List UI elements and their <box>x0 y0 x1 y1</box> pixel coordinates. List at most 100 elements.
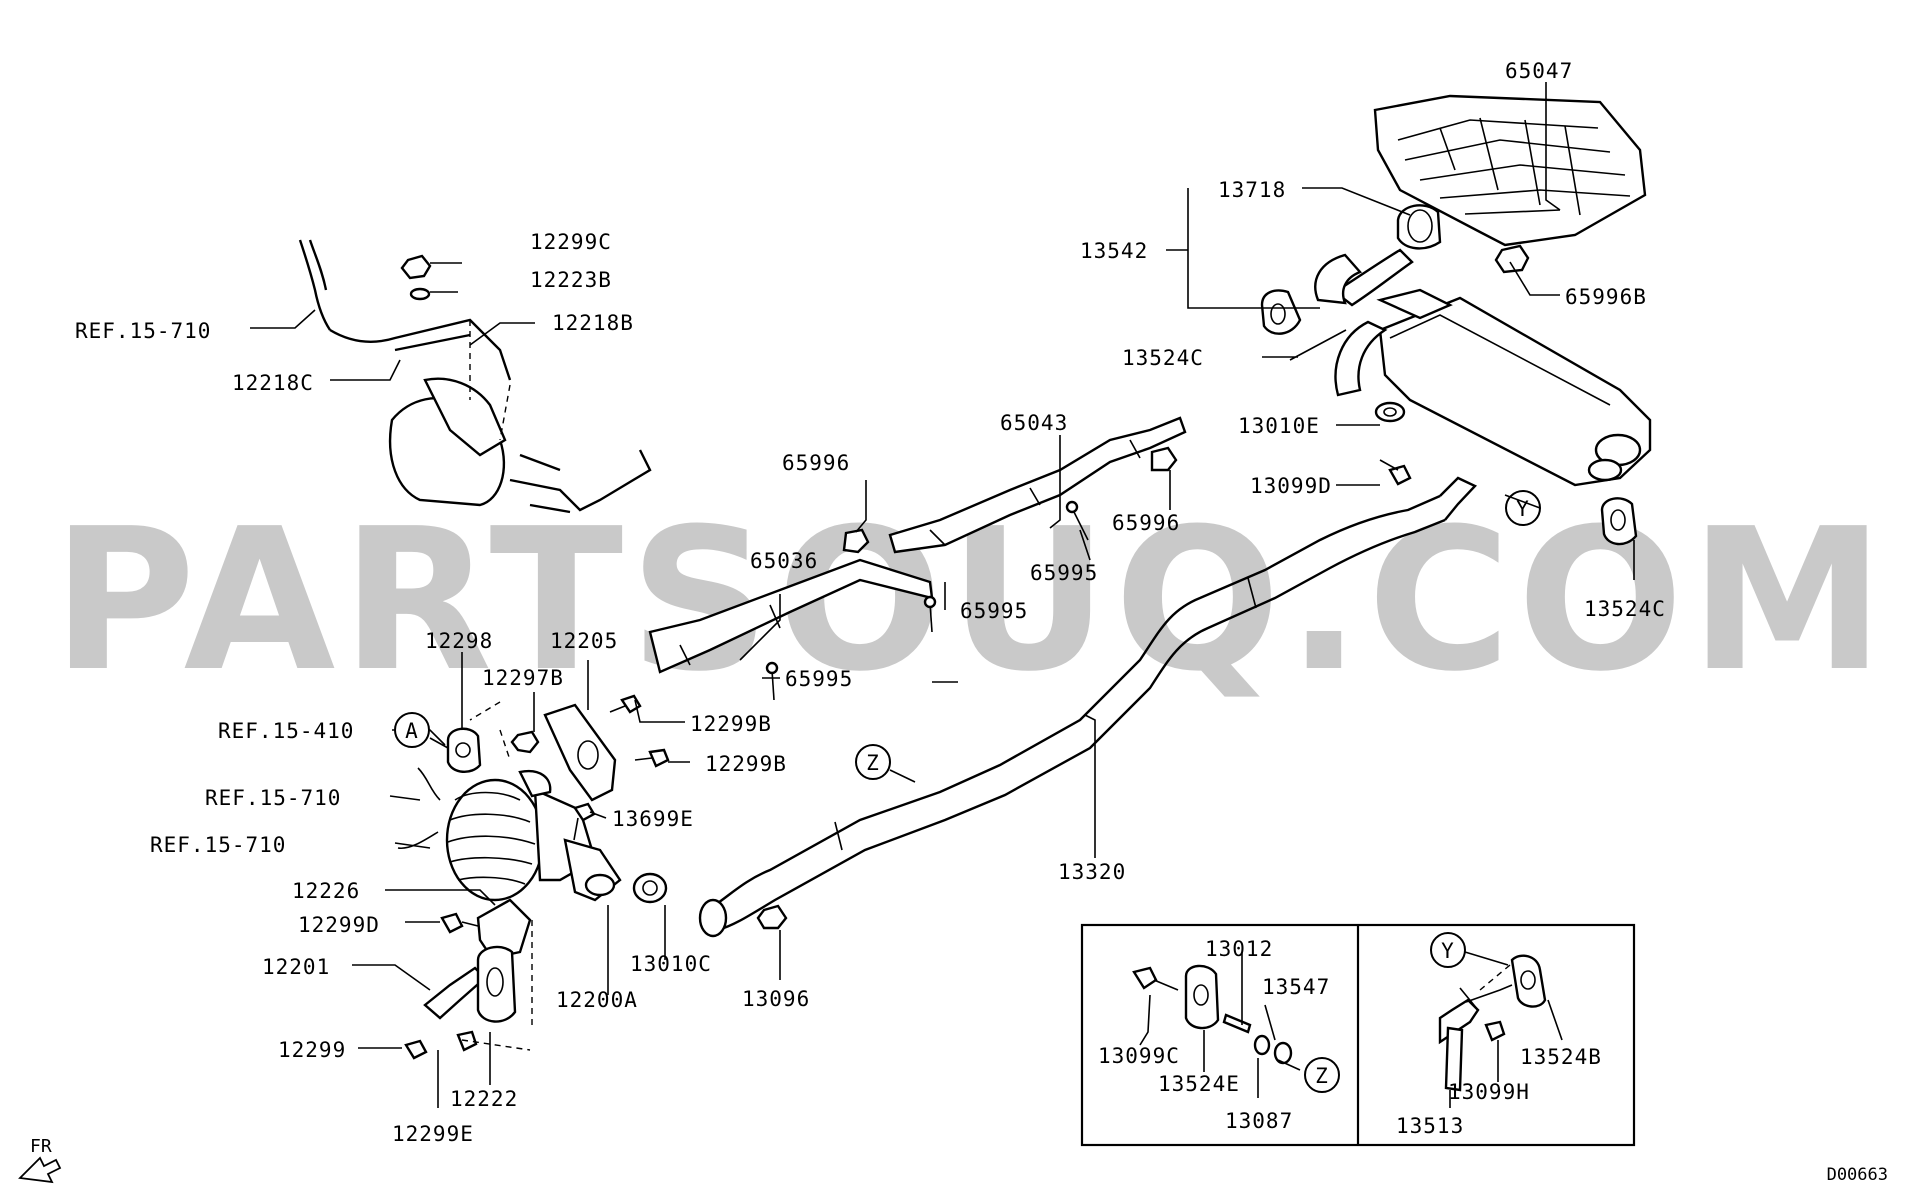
hanger-13524C-right <box>1600 497 1638 546</box>
bolt-12299 <box>404 1039 428 1060</box>
nut-12299C <box>400 254 432 280</box>
callout-Y-inset: Y <box>1430 932 1466 968</box>
label-12218C: 12218C <box>232 371 314 395</box>
label-13524C-top: 13524C <box>1122 346 1204 370</box>
front-direction-indicator: FR <box>18 1136 62 1184</box>
callout-Z-pipe: Z <box>855 744 891 780</box>
label-13099H: 13099H <box>1448 1080 1530 1104</box>
flange-12205 <box>543 703 617 802</box>
callout-Y-pipe: Y <box>1505 490 1541 526</box>
svg-text:Z: Z <box>866 751 880 775</box>
bolt-65995-b <box>923 595 937 633</box>
label-65996B: 65996B <box>1565 285 1647 309</box>
pipe-z-leader <box>889 769 916 783</box>
label-12200A: 12200A <box>556 988 638 1012</box>
diagram-code: D00663 <box>1827 1165 1888 1185</box>
gasket-13010E <box>1374 401 1406 423</box>
label-65043: 65043 <box>1000 411 1068 435</box>
sensor-wire-mid <box>417 767 441 801</box>
hanger-13524C-top <box>1260 289 1302 335</box>
svg-text:Y: Y <box>1441 939 1455 963</box>
front-arrow-icon <box>18 1156 62 1184</box>
detail-inset <box>1080 923 1636 1147</box>
bolt-65995-c <box>765 661 779 701</box>
label-12226: 12226 <box>292 879 360 903</box>
label-13099D: 13099D <box>1250 474 1332 498</box>
hanger-12222 <box>476 945 517 1023</box>
sensor-wire-low <box>397 831 439 850</box>
label-13087: 13087 <box>1225 1109 1293 1133</box>
inset-y-leader <box>1464 951 1509 966</box>
bracket-12226 <box>476 898 532 960</box>
label-13718: 13718 <box>1218 178 1286 202</box>
bolt-13099D <box>1379 459 1412 486</box>
label-13010E: 13010E <box>1238 414 1320 438</box>
catalytic-converter-12200A <box>445 769 622 902</box>
label-12299D: 12299D <box>298 913 380 937</box>
part-labels: 65047 13718 13542 65996B 13524C 13010E 1… <box>75 59 1666 1146</box>
label-ref-15-410: REF.15-410 <box>218 719 354 743</box>
label-65995-b: 65995 <box>960 599 1028 623</box>
nut-65996-left <box>842 528 870 554</box>
svg-text:FR: FR <box>30 1136 52 1157</box>
callout-Z-inset: Z <box>1304 1057 1340 1093</box>
hanger-13718 <box>1396 204 1442 250</box>
label-12299B-a: 12299B <box>690 712 772 736</box>
label-13513: 13513 <box>1396 1114 1464 1138</box>
label-13524C-right: 13524C <box>1584 597 1666 621</box>
nut-12297B <box>510 730 540 754</box>
front-pipe-assembly-upper <box>298 239 652 514</box>
label-12223B: 12223B <box>530 268 612 292</box>
bracket-12201 <box>423 966 487 1020</box>
gasket-12298 <box>446 727 482 773</box>
label-13096: 13096 <box>742 987 810 1011</box>
heat-shield-65047 <box>1373 94 1647 247</box>
label-ref-15-710-mid: REF.15-710 <box>205 786 341 810</box>
bolt-65995-a <box>1065 500 1089 541</box>
label-13542: 13542 <box>1080 239 1148 263</box>
bolt-12299D <box>440 912 479 934</box>
label-12299: 12299 <box>278 1038 346 1062</box>
label-65036: 65036 <box>750 549 818 573</box>
nut-65996-right <box>1150 446 1178 472</box>
nut-13096 <box>756 904 788 930</box>
label-12222: 12222 <box>450 1087 518 1111</box>
bracket-65043 <box>888 416 1187 554</box>
label-65996-left: 65996 <box>782 451 850 475</box>
label-12205: 12205 <box>550 629 618 653</box>
label-65996-right: 65996 <box>1112 511 1180 535</box>
pipe-y-leader <box>1504 494 1541 509</box>
label-65995-a: 65995 <box>1030 561 1098 585</box>
center-pipe-13320 <box>698 476 1478 938</box>
ref-a-leader <box>429 737 449 749</box>
label-12297B: 12297B <box>482 666 564 690</box>
label-13010C: 13010C <box>630 952 712 976</box>
bolt-12299B-b <box>634 748 670 768</box>
label-13320: 13320 <box>1058 860 1126 884</box>
label-13547: 13547 <box>1262 975 1330 999</box>
label-13524B: 13524B <box>1520 1045 1602 1069</box>
label-12218B: 12218B <box>552 311 634 335</box>
label-12299C: 12299C <box>530 230 612 254</box>
gasket-13010C <box>632 872 668 904</box>
label-ref-15-710-low: REF.15-710 <box>150 833 286 857</box>
label-12298: 12298 <box>425 629 493 653</box>
label-ref-15-710-top: REF.15-710 <box>75 319 211 343</box>
label-13012: 13012 <box>1205 937 1273 961</box>
main-muffler-13542 <box>1314 248 1652 487</box>
nut-65996B <box>1494 244 1530 274</box>
label-65995-c: 65995 <box>785 667 853 691</box>
label-12299E: 12299E <box>392 1122 474 1146</box>
label-13524E: 13524E <box>1158 1072 1240 1096</box>
label-13099C: 13099C <box>1098 1044 1180 1068</box>
label-12299B-b: 12299B <box>705 752 787 776</box>
label-13699E: 13699E <box>612 807 694 831</box>
callout-A: A <box>394 712 430 748</box>
label-12201: 12201 <box>262 955 330 979</box>
svg-text:Z: Z <box>1315 1064 1329 1088</box>
label-65047: 65047 <box>1505 59 1573 83</box>
svg-text:A: A <box>405 719 419 743</box>
washer-12223B <box>409 287 431 301</box>
